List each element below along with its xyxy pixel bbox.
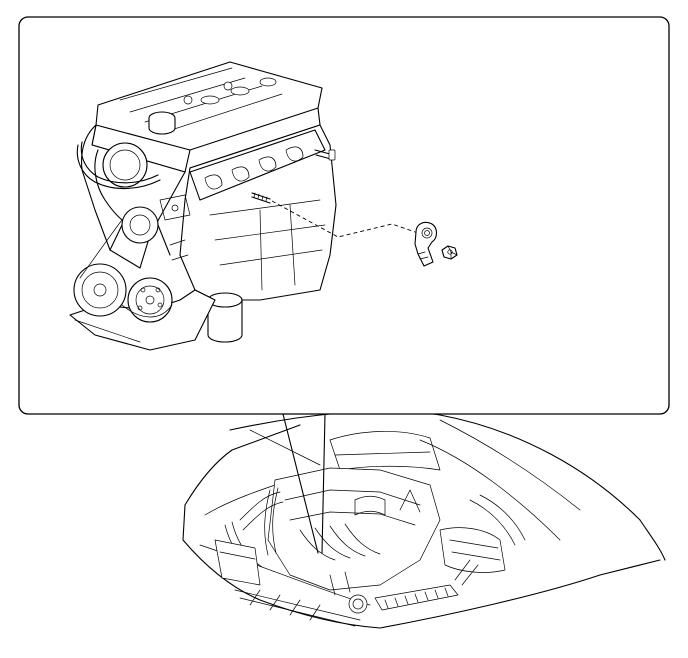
- engine-assembly-icon: [69, 61, 337, 351]
- mounting-path: [271, 200, 419, 238]
- engine-compartment-icon: [182, 410, 666, 629]
- hex-nut-icon: [441, 245, 458, 260]
- knock-sensor-icon: [414, 221, 438, 267]
- callout-leader: [282, 413, 326, 554]
- stud-bolt-icon: [251, 192, 271, 204]
